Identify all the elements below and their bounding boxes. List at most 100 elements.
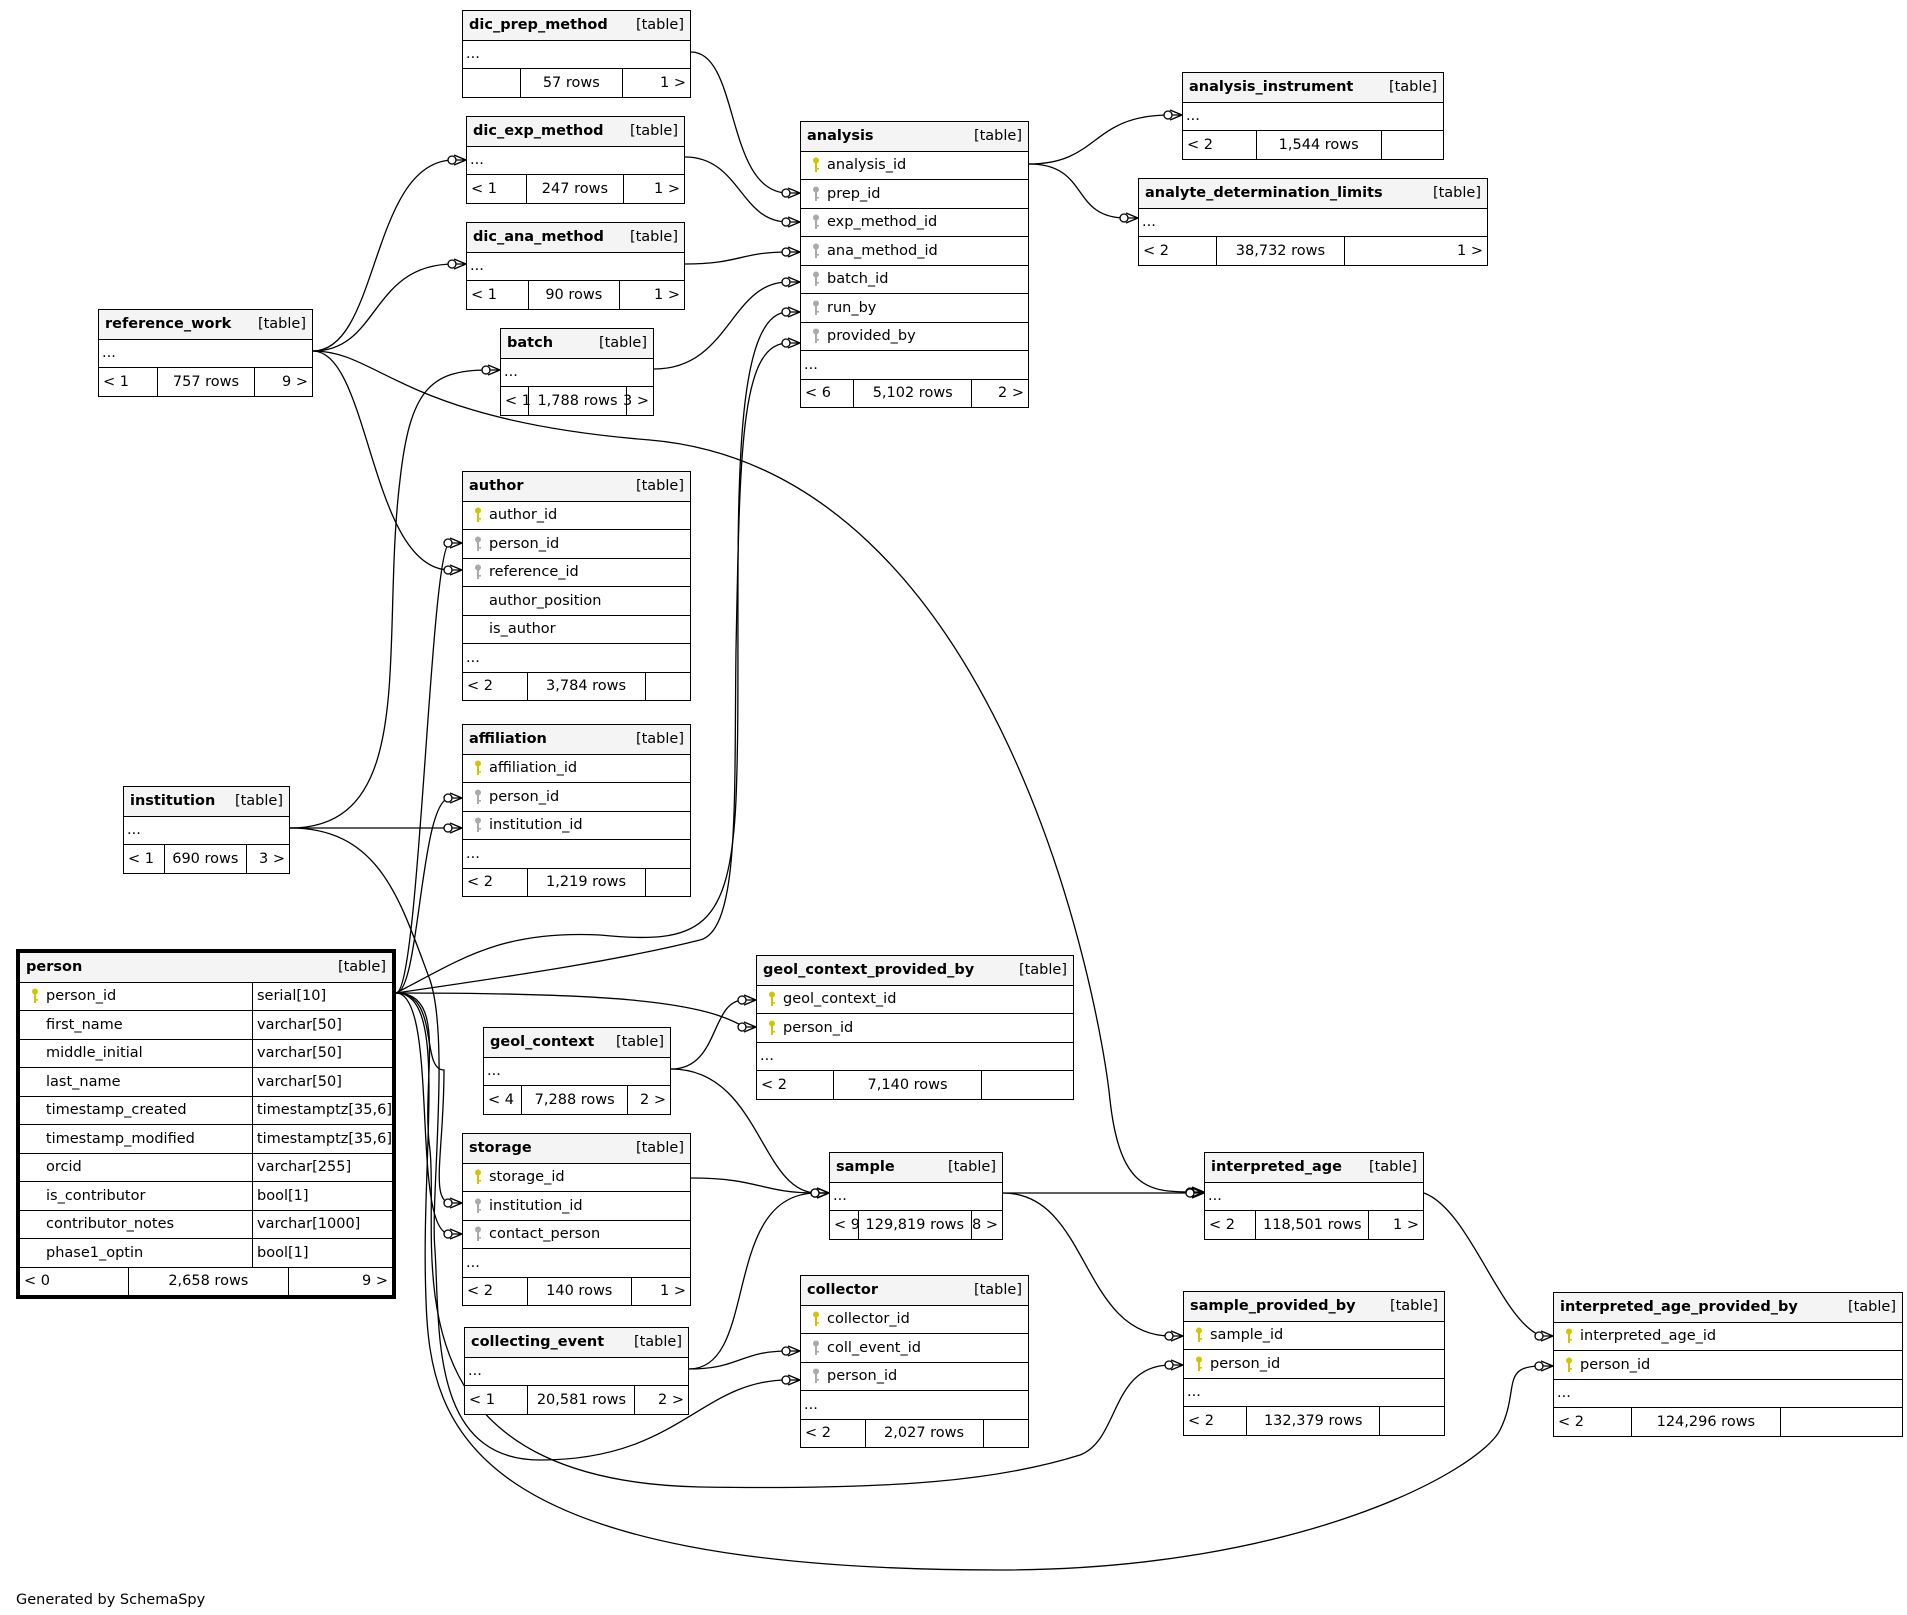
table-name[interactable]: batch bbox=[507, 335, 554, 352]
more-columns-marker: ... bbox=[463, 643, 690, 672]
table-name[interactable]: analysis_instrument bbox=[1189, 79, 1354, 96]
column-row[interactable]: sample_id bbox=[1184, 1320, 1444, 1350]
column-row[interactable]: geol_context_id bbox=[757, 984, 1073, 1014]
column-row[interactable]: storage_id bbox=[463, 1162, 690, 1192]
column-name: first_name bbox=[46, 1016, 123, 1033]
column-row[interactable]: author_position bbox=[463, 586, 690, 615]
table-name[interactable]: collecting_event bbox=[471, 1334, 605, 1351]
table-name[interactable]: collector bbox=[807, 1282, 878, 1299]
table-name[interactable]: sample bbox=[836, 1159, 895, 1176]
relationship-line bbox=[684, 251, 789, 265]
column-row[interactable]: prep_id bbox=[801, 179, 1028, 208]
table-name[interactable]: dic_exp_method bbox=[473, 123, 604, 140]
column-row[interactable]: coll_event_id bbox=[801, 1333, 1028, 1362]
table-name[interactable]: institution bbox=[130, 793, 216, 810]
column-name: batch_id bbox=[827, 271, 889, 288]
table-name[interactable]: geol_context_provided_by bbox=[763, 962, 975, 979]
column-row[interactable]: provided_by bbox=[801, 321, 1028, 351]
table-name[interactable]: reference_work bbox=[105, 316, 232, 333]
column-row[interactable]: analysis_id bbox=[801, 150, 1028, 180]
table-name[interactable]: geol_context bbox=[490, 1034, 595, 1051]
parent-count: < 2 bbox=[805, 1425, 831, 1442]
table-name[interactable]: affiliation bbox=[469, 731, 547, 748]
column-row[interactable]: ana_method_id bbox=[801, 236, 1028, 265]
column-row[interactable]: exp_method_id bbox=[801, 207, 1028, 237]
table-name[interactable]: author bbox=[469, 478, 524, 495]
table-interpreted-age-provided-by[interactable]: interpreted_age_provided_by[table]interp… bbox=[1553, 1292, 1903, 1437]
table-name[interactable]: person bbox=[26, 959, 83, 976]
column-row[interactable]: author_id bbox=[463, 500, 690, 530]
table-name[interactable]: storage bbox=[469, 1140, 532, 1157]
column-row[interactable]: institution_id bbox=[463, 1191, 690, 1220]
crows-foot-marker bbox=[787, 187, 801, 199]
table-name[interactable]: dic_prep_method bbox=[469, 17, 608, 34]
column-row[interactable]: affiliation_id bbox=[463, 753, 690, 783]
table-name[interactable]: sample_provided_by bbox=[1190, 1298, 1356, 1315]
table-name[interactable]: interpreted_age bbox=[1211, 1159, 1342, 1176]
column-row[interactable]: person_id bbox=[757, 1013, 1073, 1042]
table-header: affiliation[table] bbox=[463, 725, 690, 754]
table-geol-context-provided-by[interactable]: geol_context_provided_by [table] geol_cont… bbox=[756, 955, 1074, 1100]
column-row[interactable]: person_id bbox=[463, 782, 690, 811]
optional-marker bbox=[781, 307, 791, 317]
column-row[interactable]: is_author bbox=[463, 614, 690, 644]
optional-marker bbox=[781, 1375, 791, 1385]
crows-foot-marker bbox=[1170, 1359, 1184, 1371]
relationship-line bbox=[395, 992, 1172, 1489]
relationship-line bbox=[684, 156, 789, 223]
column-row[interactable]: reference_id bbox=[463, 557, 690, 587]
table-name[interactable]: dic_ana_method bbox=[473, 229, 604, 246]
column-row[interactable]: interpreted_age_id bbox=[1554, 1321, 1902, 1351]
column-row[interactable]: batch_id bbox=[801, 264, 1028, 294]
relationship-line bbox=[670, 1068, 818, 1194]
column-row[interactable]: institution_id bbox=[463, 810, 690, 840]
column-row[interactable]: person_id bbox=[463, 529, 690, 558]
column-row[interactable]: person_id bbox=[1184, 1349, 1444, 1378]
optional-marker bbox=[781, 1346, 791, 1356]
table-name[interactable]: analyte_determination_limits bbox=[1145, 185, 1383, 202]
table-name[interactable]: interpreted_age_provided_by bbox=[1560, 1299, 1798, 1316]
table-name[interactable]: analysis bbox=[807, 128, 874, 145]
relationship-line bbox=[395, 797, 451, 994]
table-analyte-determination-limits[interactable]: analyte_determination_limits[table]...< … bbox=[1138, 178, 1488, 266]
column-row[interactable]: collector_id bbox=[801, 1304, 1028, 1334]
parent-count: < 2 bbox=[1558, 1413, 1584, 1430]
table-type-tag: [table] bbox=[1018, 962, 1067, 979]
column-row[interactable]: person_id bbox=[801, 1361, 1028, 1391]
column-row[interactable]: run_by bbox=[801, 293, 1028, 322]
foreign-key-icon bbox=[471, 817, 485, 833]
column-row[interactable]: person_id bbox=[1554, 1350, 1902, 1379]
column-row[interactable]: contact_person bbox=[463, 1219, 690, 1249]
crows-foot-marker bbox=[453, 154, 467, 166]
